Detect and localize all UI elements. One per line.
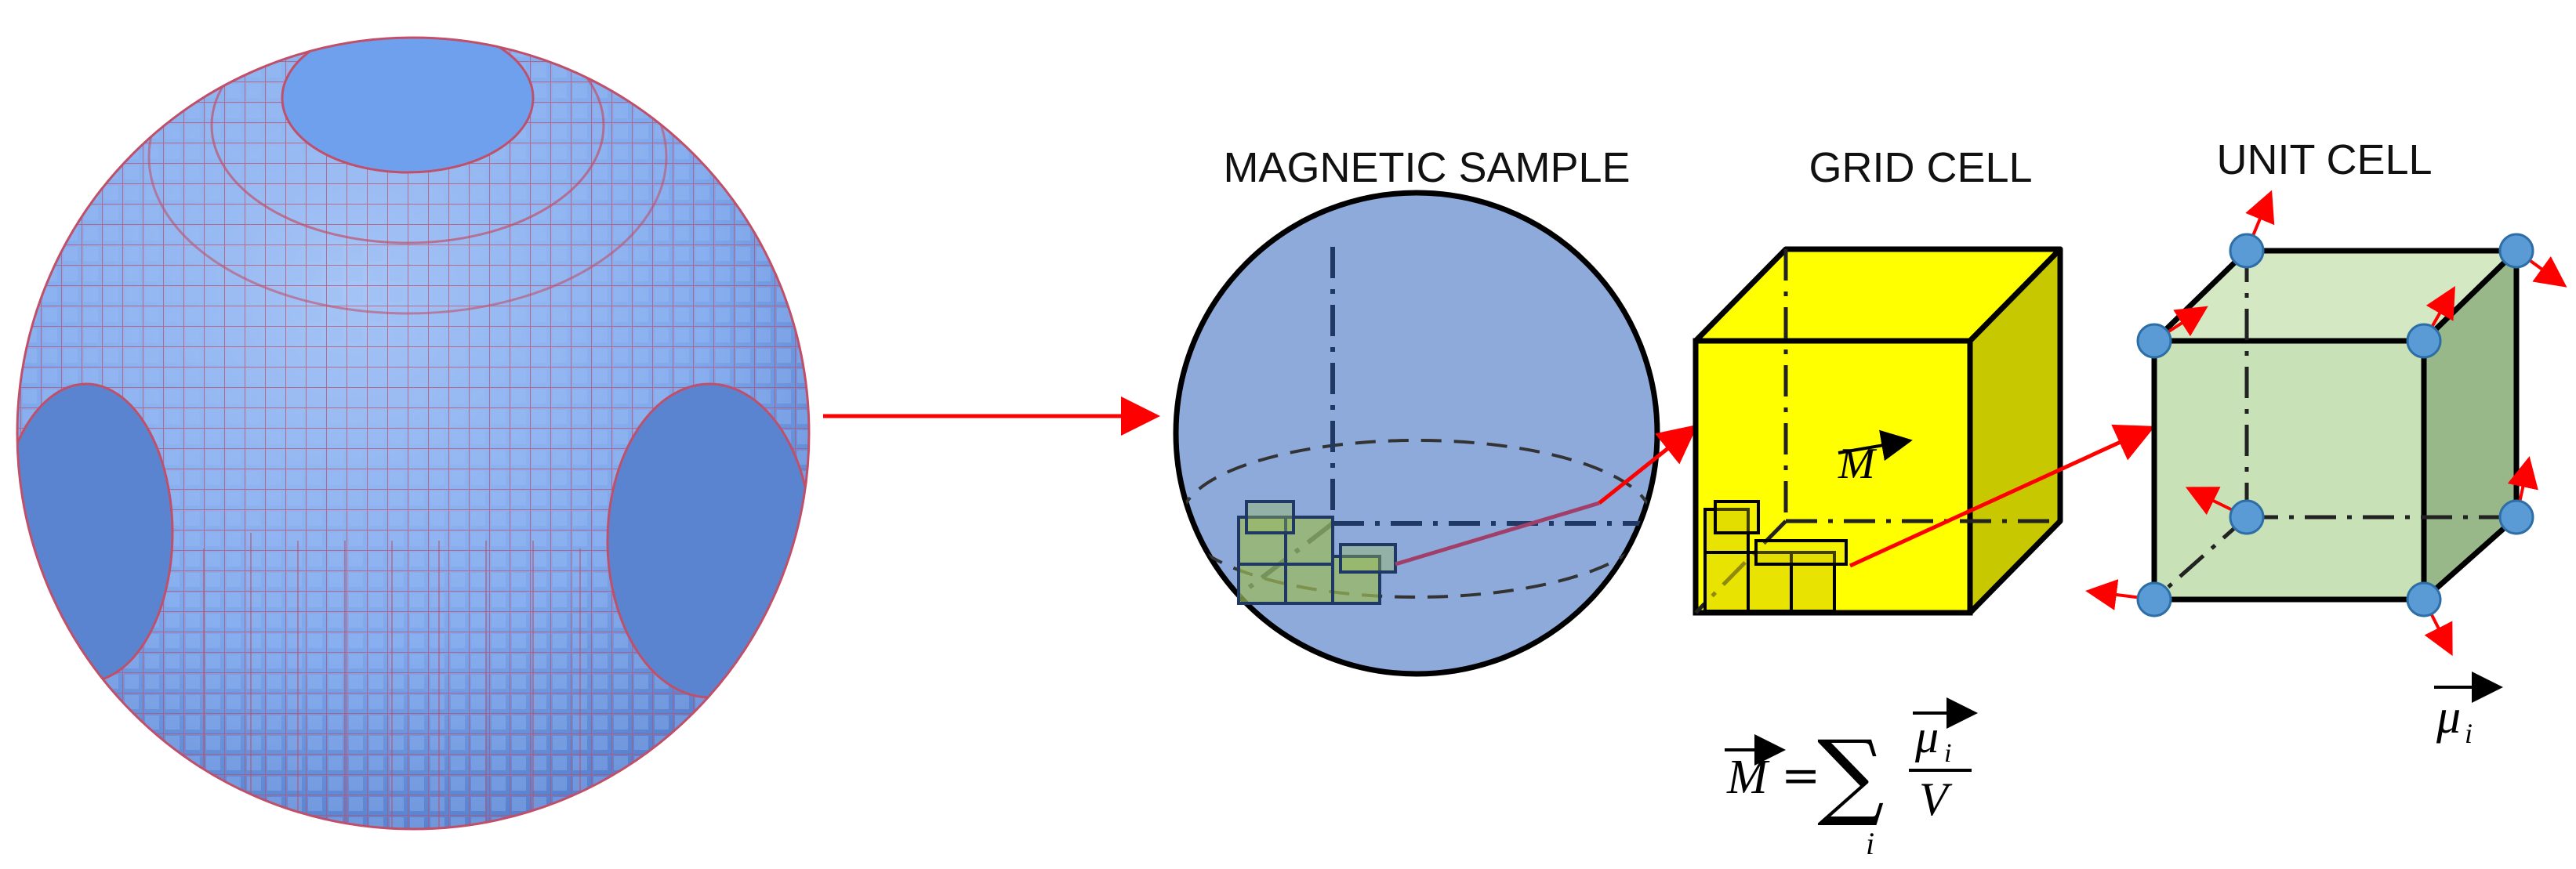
voxelized-sphere-icon <box>16 36 811 831</box>
magnetic-sample-label: MAGNETIC SAMPLE <box>1223 144 1630 191</box>
atom-dot-icon <box>2185 487 2265 535</box>
svg-text:μ: μ <box>1914 711 1939 762</box>
grid-to-unit-arrow <box>1849 424 2156 568</box>
unit-cell-label: UNIT CELL <box>2216 136 2432 183</box>
grid-cell-label: GRID CELL <box>1809 144 2032 191</box>
svg-text:M: M <box>1726 751 1770 804</box>
unit-cell-cube <box>2151 248 2520 603</box>
atom-dot-icon <box>2406 286 2455 359</box>
svg-text:M: M <box>1838 440 1878 488</box>
svg-text:V: V <box>1919 773 1953 825</box>
unit-cell-atoms <box>2085 190 2567 657</box>
atom-dot-icon <box>2498 233 2567 288</box>
svg-text:i: i <box>1944 739 1951 768</box>
grid-voxel-block <box>1703 500 1848 613</box>
atom-dot-icon <box>2136 306 2208 359</box>
magnetic-sample-circle <box>1173 190 1660 677</box>
svg-text:=: = <box>1781 748 1820 803</box>
atom-dot-icon <box>2229 190 2275 269</box>
magnetization-formula: M = ∑ i μ i V <box>1725 697 1978 861</box>
svg-text:∑: ∑ <box>1817 721 1885 830</box>
sample-to-grid-connector <box>1395 501 1600 567</box>
sample-to-grid-arrow <box>1598 424 1698 505</box>
atom-dot-icon <box>2406 581 2453 657</box>
svg-text:i: i <box>1866 826 1874 861</box>
moment-vector-label: μ i <box>2434 672 2503 749</box>
atom-dot-icon <box>2498 456 2538 535</box>
svg-text:μ: μ <box>2436 690 2461 744</box>
atom-dot-icon <box>2085 579 2172 617</box>
grid-cell-magnetization-vector: M <box>1838 429 1913 488</box>
sample-voxel-block <box>1237 500 1397 605</box>
svg-text:i: i <box>2465 718 2473 749</box>
grid-cell-cube: M <box>1693 246 2063 616</box>
